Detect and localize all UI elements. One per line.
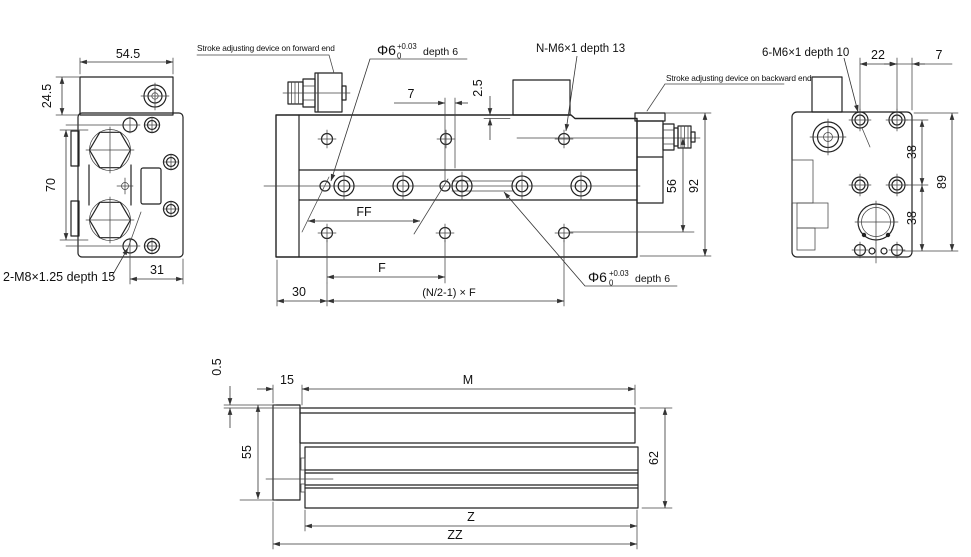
leader-6m6 xyxy=(843,57,859,113)
pin-top-dia: Φ6 xyxy=(377,42,396,58)
thread-callout-nm6: N-M6×1 depth 13 xyxy=(536,43,625,55)
dim-zz: ZZ xyxy=(447,528,463,542)
right-view-annotations: 6-M6×1 depth 10 22 7 38 38 89 xyxy=(762,47,959,252)
pin-bottom-tol-plus: +0.03 xyxy=(609,269,629,278)
dim-f: F xyxy=(378,261,386,275)
dim-22: 22 xyxy=(871,48,885,62)
label-forward-adjuster: Stroke adjusting device on forward end xyxy=(197,43,335,53)
right-view-features xyxy=(809,108,909,264)
pin-top-tol-zero: 0 xyxy=(397,52,402,61)
bottom-view-outline xyxy=(265,404,639,509)
left-view-holes xyxy=(65,116,180,255)
leader-pin-bottom xyxy=(503,191,586,287)
pin-top-depth: depth 6 xyxy=(423,46,458,58)
leader-m8 xyxy=(111,247,129,277)
left-side-view: 54.5 24.5 70 31 2-M8×1.25 depth 15 xyxy=(3,47,184,285)
dim-30: 30 xyxy=(292,285,306,299)
dim-38-upper: 38 xyxy=(905,145,919,159)
dim-62: 62 xyxy=(647,451,661,465)
left-view-outline xyxy=(70,76,184,258)
dim-89: 89 xyxy=(935,175,949,189)
dim-92: 92 xyxy=(687,179,701,193)
front-view-holes xyxy=(317,129,592,243)
dim-56: 56 xyxy=(665,179,679,193)
leader-nm6 xyxy=(564,55,578,132)
dim-0-5: 0.5 xyxy=(210,358,224,375)
dim-55: 55 xyxy=(240,445,254,459)
left-view-boss xyxy=(140,82,170,111)
label-backward-adjuster: Stroke adjusting device on backward end xyxy=(666,73,812,83)
bottom-view-dimensions: 0.5 15 M 55 62 Z ZZ xyxy=(210,358,673,550)
front-view-annotations: Stroke adjusting device on forward end Φ… xyxy=(196,42,812,307)
dim-z: Z xyxy=(467,510,475,524)
leader-pin-top xyxy=(330,58,371,182)
dim-38-lower: 38 xyxy=(905,211,919,225)
right-view-outline xyxy=(791,76,913,258)
bottom-view: 0.5 15 M 55 62 Z ZZ xyxy=(210,358,673,550)
sensor-block xyxy=(512,79,571,116)
dim-7-front: 7 xyxy=(408,87,415,101)
front-view: Stroke adjusting device on forward end Φ… xyxy=(196,42,812,307)
thread-callout-m8: 2-M8×1.25 depth 15 xyxy=(3,270,115,284)
pin-bottom-depth: depth 6 xyxy=(635,273,670,285)
dim-31: 31 xyxy=(150,263,164,277)
dim-70: 70 xyxy=(44,178,58,192)
backward-adjuster xyxy=(634,112,696,204)
front-view-body xyxy=(263,79,701,258)
left-view-dimensions: 54.5 24.5 70 31 2-M8×1.25 depth 15 xyxy=(3,47,184,285)
right-side-view: 6-M6×1 depth 10 22 7 38 38 89 xyxy=(762,47,959,264)
thread-callout-6m6: 6-M6×1 depth 10 xyxy=(762,47,849,59)
pin-bottom-dia: Φ6 xyxy=(588,269,607,285)
pin-top-tol-plus: +0.03 xyxy=(397,42,417,51)
left-view-hex-bolts xyxy=(85,126,135,244)
dim-nf: (N/2-1) × F xyxy=(422,287,476,299)
dim-7-right: 7 xyxy=(936,48,943,62)
forward-adjuster xyxy=(282,72,351,113)
port-rect xyxy=(140,167,162,205)
dim-ff: FF xyxy=(356,205,372,219)
pin-bottom-tol-zero: 0 xyxy=(609,279,614,288)
dim-15: 15 xyxy=(280,373,294,387)
dim-m: M xyxy=(463,373,473,387)
dim-2-5: 2.5 xyxy=(471,79,485,96)
dim-54-5: 54.5 xyxy=(116,47,140,61)
dim-24-5: 24.5 xyxy=(40,84,54,108)
